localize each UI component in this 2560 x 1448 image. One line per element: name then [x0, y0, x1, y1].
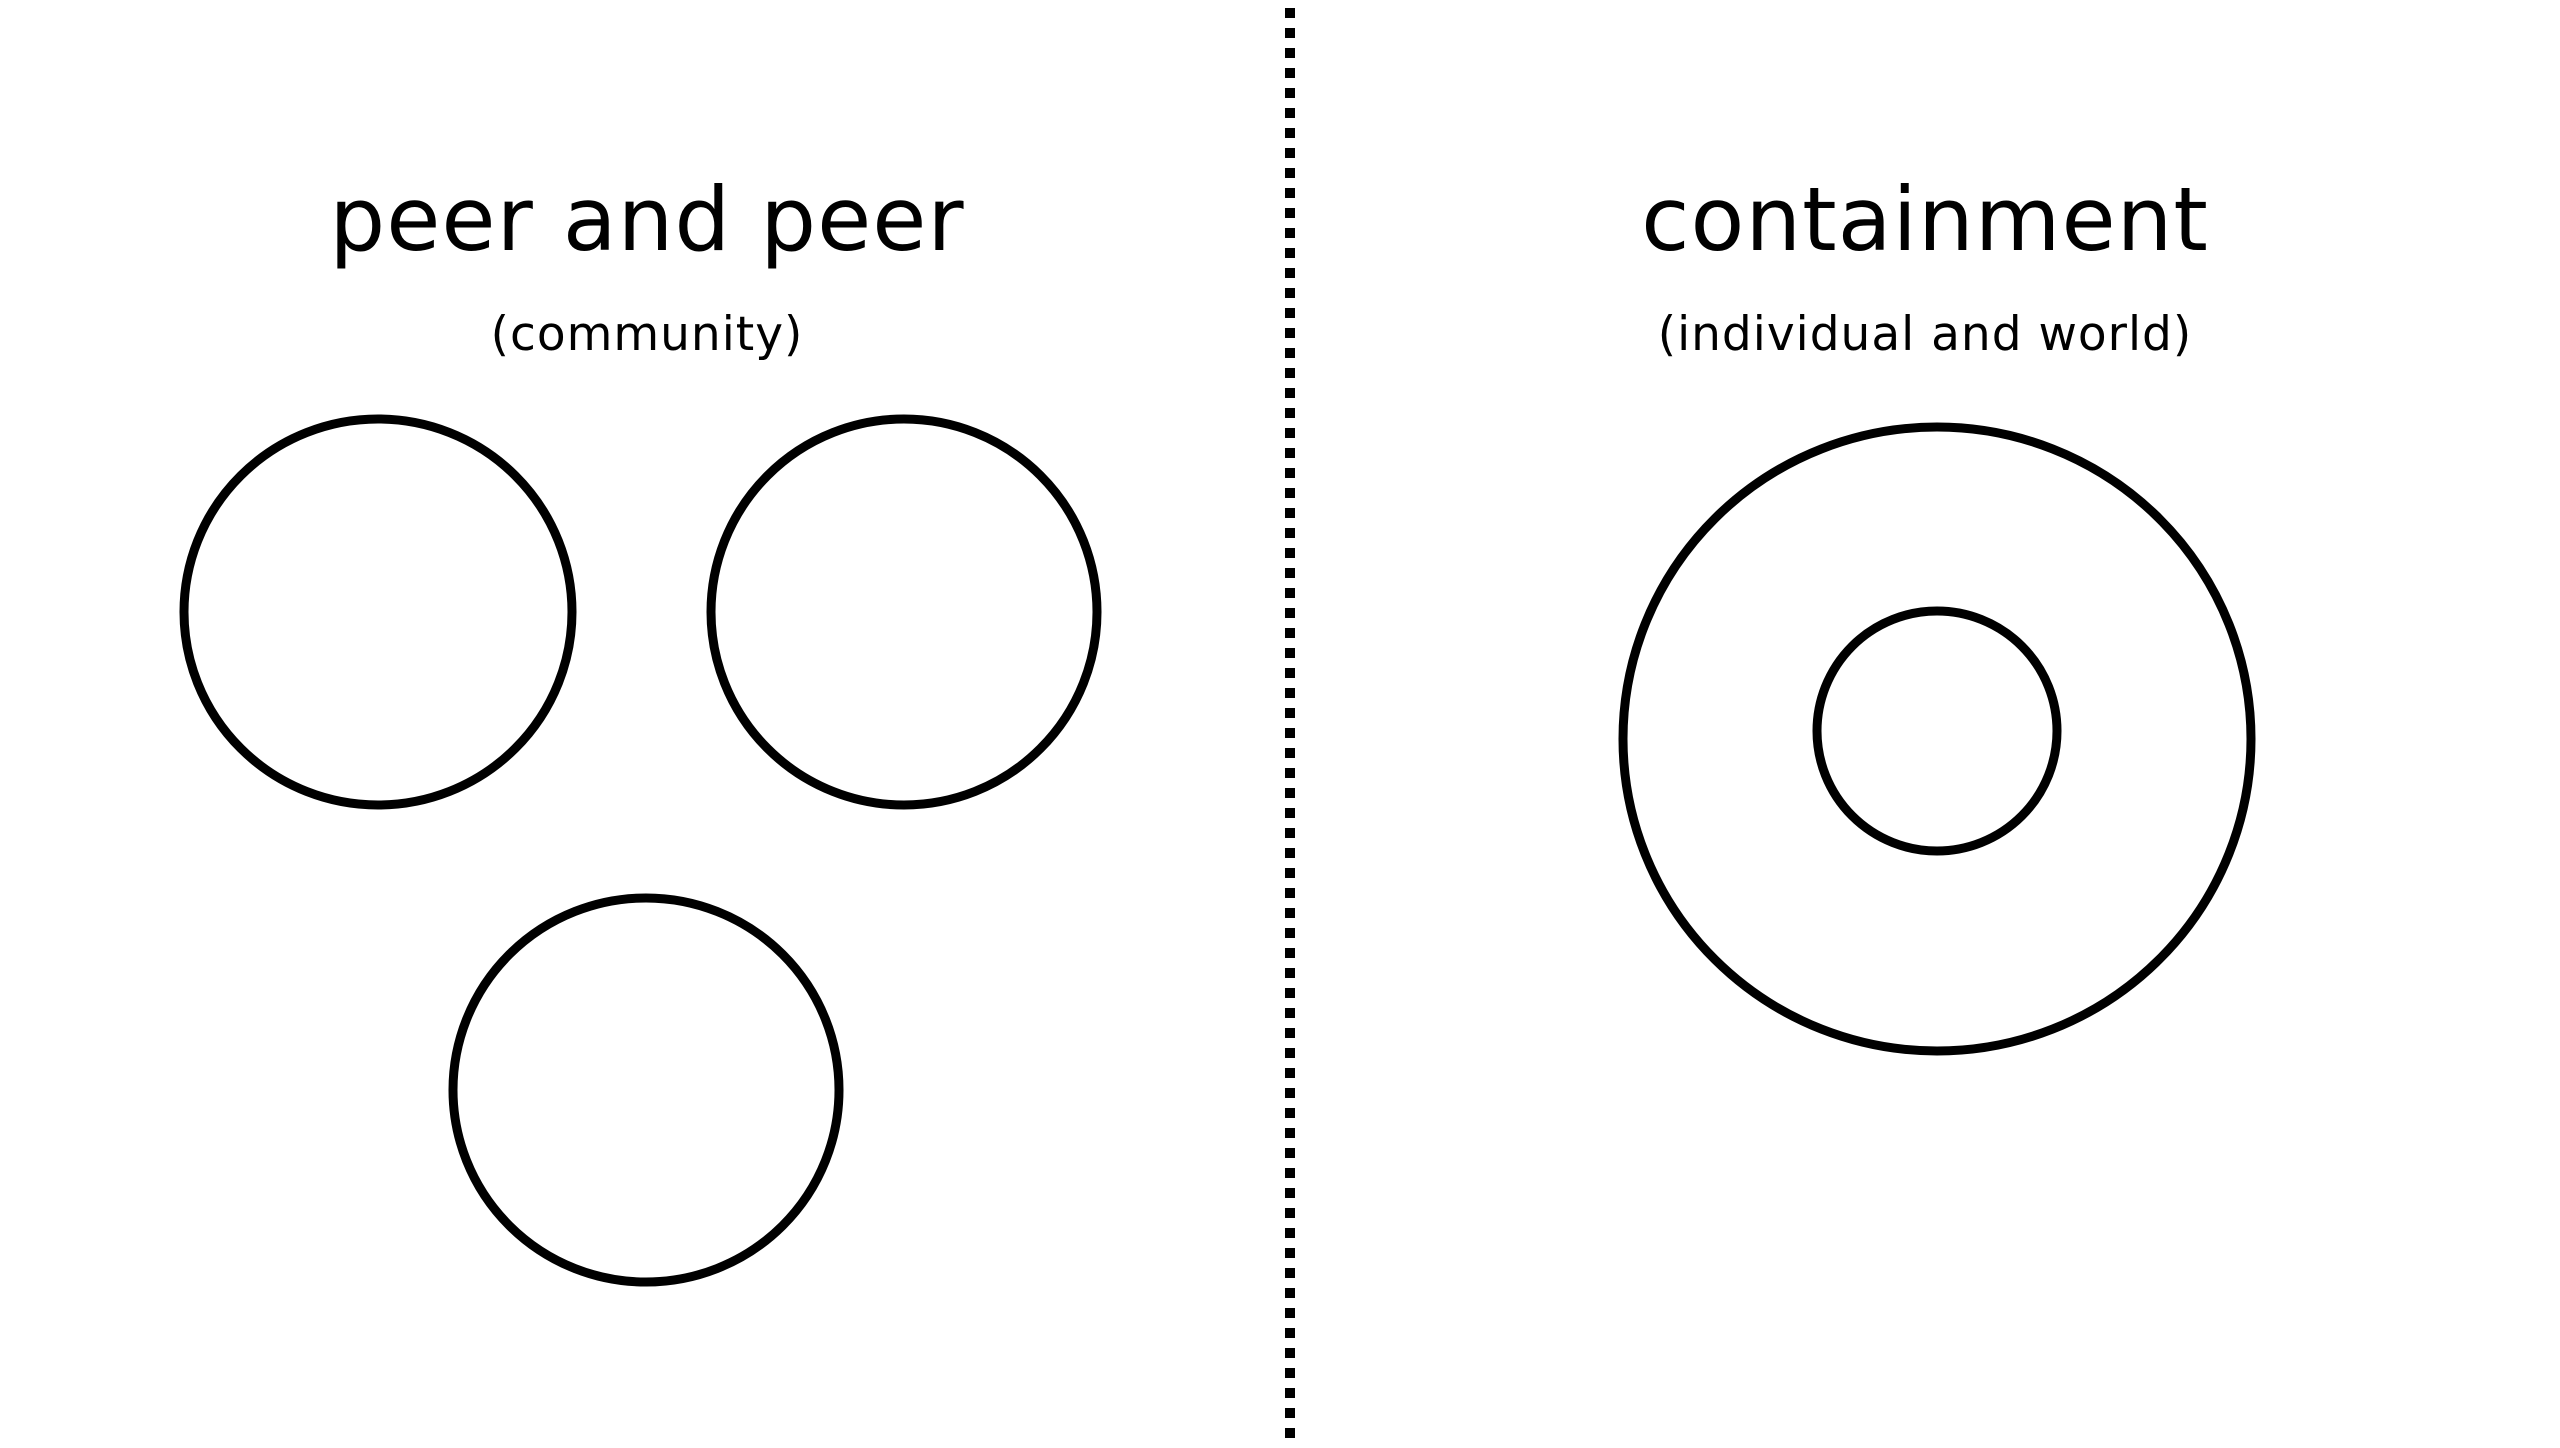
containment-panel: containment (individual and world)	[1290, 0, 2560, 1448]
peer-circle-top-right	[706, 414, 1102, 810]
world-outer-circle	[1618, 422, 2256, 1056]
peer-circle-bottom	[448, 893, 844, 1287]
peer-and-peer-title: peer and peer	[329, 168, 965, 271]
peer-and-peer-panel: peer and peer (community)	[329, 168, 963, 362]
containment-title: containment	[1641, 168, 2209, 271]
community-subtitle: (community)	[490, 307, 804, 362]
individual-inner-circle	[1812, 606, 2062, 856]
individual-and-world-subtitle: (individual and world)	[1657, 307, 2193, 362]
peer-circle-top-left	[179, 414, 577, 810]
